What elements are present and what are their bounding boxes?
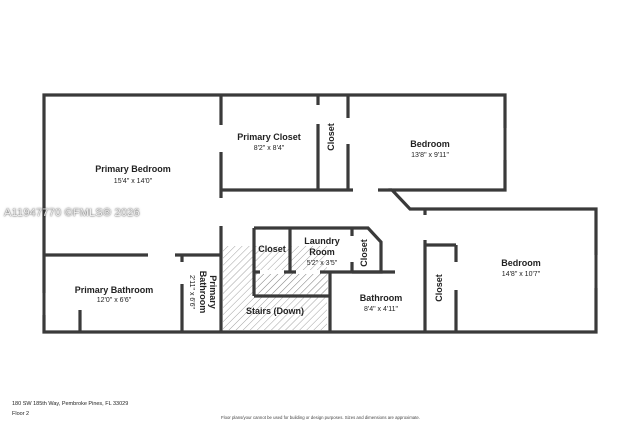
primary-bathroom-small-label-2: Bathroom (198, 271, 208, 314)
primary-closet-label: Primary Closet (237, 132, 301, 142)
closet-top-label: Closet (326, 123, 336, 151)
stairs-area (223, 246, 328, 330)
floor-label: Floor 2 (12, 411, 30, 417)
primary-bathroom-dims: 12'0" x 6'6" (97, 297, 132, 304)
disclaimer-text: Floor plans/your cannot be used for buil… (221, 415, 420, 420)
primary-bedroom-dims: 15'4" x 14'0" (114, 178, 153, 185)
stairs-label: Stairs (Down) (246, 306, 304, 316)
bedroom-right-dims: 14'8" x 10'7" (502, 271, 541, 278)
primary-bedroom-label: Primary Bedroom (95, 164, 171, 174)
bedroom-right-label: Bedroom (501, 258, 541, 268)
closet-right-label: Closet (434, 274, 444, 302)
laundry-room-label-2: Room (309, 247, 335, 257)
primary-bathroom-label: Primary Bathroom (75, 285, 154, 295)
address-text: 180 SW 185th Way, Pembroke Pines, FL 330… (12, 401, 129, 407)
closet-mid-label: Closet (258, 244, 286, 254)
bathroom-dims: 8'4" x 4'11" (364, 306, 398, 313)
bedroom-top-dims: 13'8" x 9'11" (411, 152, 449, 159)
bathroom-label: Bathroom (360, 293, 403, 303)
walls (42, 93, 598, 334)
door-openings (148, 105, 458, 290)
primary-closet-dims: 8'2" x 8'4" (254, 145, 285, 152)
bedroom-top-label: Bedroom (410, 139, 450, 149)
laundry-room-label-1: Laundry (304, 236, 340, 246)
windows (42, 128, 598, 315)
primary-bathroom-small-label-1: Primary (208, 275, 218, 309)
primary-bathroom-small-dims: 2'11" x 6'6" (188, 275, 195, 309)
laundry-room-dims: 5'2" x 3'5" (307, 260, 338, 267)
watermark: A11947770 ©FMLS® 2026 (4, 207, 140, 219)
closet-small-label: Closet (359, 239, 369, 267)
